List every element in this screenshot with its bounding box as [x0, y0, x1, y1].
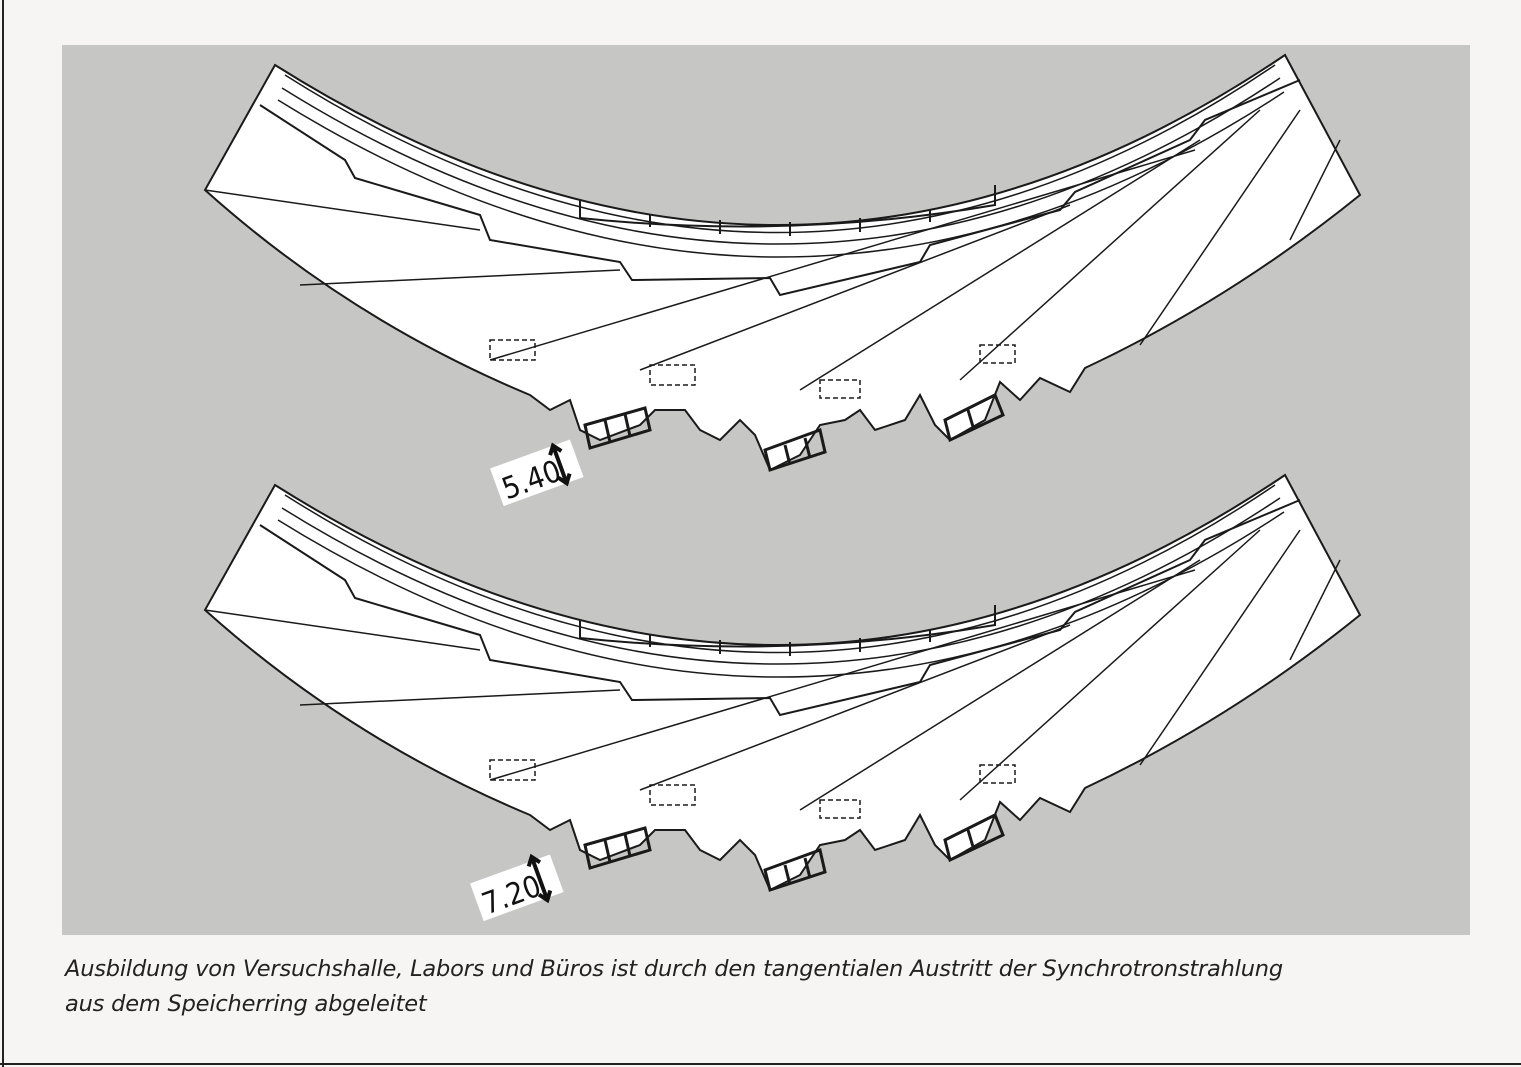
caption-line-1: Ausbildung von Versuchshalle, Labors und… — [65, 956, 1283, 982]
double-arrow-icon — [526, 853, 553, 904]
page-border-left — [2, 0, 4, 1067]
page-border-bottom — [0, 1063, 1521, 1065]
double-arrow-icon — [548, 442, 572, 487]
caption-line-2: aus dem Speicherring abgeleitet — [65, 991, 427, 1017]
